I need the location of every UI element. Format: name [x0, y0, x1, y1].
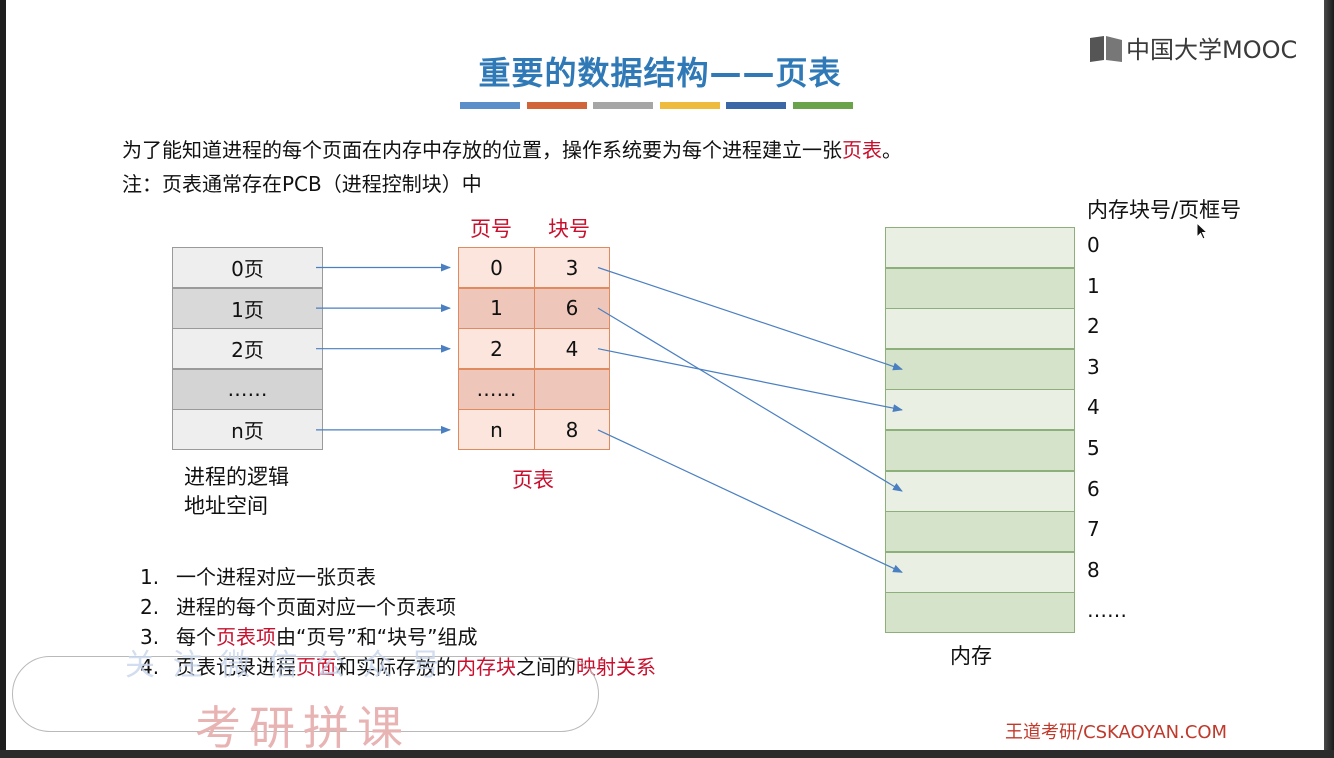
key-point-text: 页表项	[216, 625, 276, 649]
memory-block-number: 2	[1087, 314, 1100, 339]
memory-block	[885, 430, 1075, 471]
intro-after: 。	[882, 138, 902, 162]
mooc-book-icon	[1090, 36, 1122, 62]
memory-block-header: 内存块号/页框号	[1087, 198, 1242, 222]
watermark-overlay: 关 注 微 信 公 众 号	[125, 648, 445, 683]
title-color-bar	[792, 102, 853, 109]
memory-block-number: 7	[1087, 517, 1100, 542]
key-point-text: 由“页号”和“块号”组成	[276, 625, 478, 649]
logical-page-cell: 0页	[172, 247, 323, 288]
key-point-number: 2.	[140, 595, 160, 619]
memory-block-number: 4	[1087, 395, 1100, 420]
memory-block	[885, 551, 1075, 593]
page-table-page-cell: 2	[458, 328, 535, 370]
title-color-bar	[726, 102, 786, 109]
page-table-block-cell: 8	[534, 409, 610, 451]
memory-block	[885, 267, 1075, 309]
logical-page-cell: 1页	[172, 287, 323, 329]
page-table-block-cell: 3	[534, 247, 610, 288]
key-point-text: 内存块	[456, 655, 516, 679]
intro-before: 为了能知道进程的每个页面在内存中存放的位置，操作系统要为每个进程建立一张	[122, 138, 842, 162]
page-table-block-cell: 4	[534, 328, 610, 370]
memory-block-number: 5	[1087, 436, 1100, 460]
key-point-number: 1.	[140, 565, 160, 589]
mapping-arrow	[597, 429, 903, 573]
page-table-page-cell: 1	[458, 287, 535, 329]
note-text: 注：页表通常存在PCB（进程控制块）中	[122, 172, 482, 196]
footer-credit: 王道考研/CSKAOYAN.COM	[1005, 722, 1228, 743]
key-point-text: 进程的每个页面对应一个页表项	[176, 595, 456, 619]
key-point-item: 1. 一个进程对应一张页表	[140, 562, 656, 592]
mooc-logo: 中国大学MOOC	[1088, 30, 1297, 65]
title-color-bar	[460, 102, 520, 109]
page-table-block-cell	[534, 368, 610, 410]
memory-block-number: 3	[1087, 354, 1100, 379]
key-point-item: 3. 每个页表项由“页号”和“块号”组成	[140, 622, 656, 652]
title-color-bar	[593, 102, 653, 109]
key-point-item: 2. 进程的每个页面对应一个页表项	[140, 592, 656, 622]
brand-text: 中国大学MOOC	[1126, 36, 1298, 64]
title-color-bar	[526, 102, 587, 109]
memory-block-number: 6	[1087, 476, 1100, 501]
watermark-frame	[12, 656, 599, 732]
logical-page-cell: 2页	[172, 328, 323, 370]
title-color-bar	[659, 102, 720, 109]
page-table-page-cell: ……	[458, 368, 535, 410]
page-table-caption: 页表	[512, 468, 554, 492]
watermark: 考研拼课	[195, 701, 411, 755]
key-point-text: 每个	[176, 625, 216, 649]
memory-caption: 内存	[950, 644, 992, 668]
page-table-page-cell: 0	[458, 247, 535, 288]
memory-block	[885, 470, 1075, 512]
memory-block	[885, 389, 1075, 431]
logical-page-cell: n页	[172, 409, 323, 451]
page-table-block-cell: 6	[534, 287, 610, 329]
memory-block-number: 0	[1087, 233, 1100, 257]
key-point-text: 页表记录进程	[176, 655, 296, 679]
block-number-header: 块号	[548, 217, 590, 241]
mapping-arrow	[597, 266, 903, 371]
mapping-arrow	[597, 348, 903, 413]
key-point-text: 页面	[296, 655, 336, 679]
mouse-cursor-icon	[1196, 222, 1209, 240]
memory-block	[885, 511, 1075, 553]
memory-block	[885, 227, 1075, 268]
memory-block-number: 8	[1087, 557, 1100, 582]
intro-text: 为了能知道进程的每个页面在内存中存放的位置，操作系统要为每个进程建立一张页表。	[122, 134, 902, 163]
key-point-text: 一个进程对应一张页表	[176, 565, 376, 589]
slide-title: 重要的数据结构——页表	[478, 54, 842, 92]
key-point-number: 4.	[140, 655, 160, 679]
logical-page-cell: ……	[172, 368, 323, 410]
key-point-number: 3.	[140, 625, 160, 649]
logical-caption-line1: 进程的逻辑	[184, 465, 289, 489]
window-edge-left	[0, 0, 6, 750]
key-point-text: 和实际存放的	[336, 655, 456, 679]
memory-block	[885, 592, 1075, 634]
memory-block	[885, 308, 1075, 350]
window-edge-right	[1324, 0, 1334, 750]
memory-block-number: ……	[1087, 598, 1127, 623]
intro-highlight: 页表	[842, 138, 882, 162]
logical-caption-line2: 地址空间	[184, 494, 268, 518]
mapping-arrow	[597, 307, 903, 492]
memory-block-number: 1	[1087, 273, 1100, 298]
memory-block	[885, 348, 1075, 390]
page-number-header: 页号	[470, 217, 512, 241]
